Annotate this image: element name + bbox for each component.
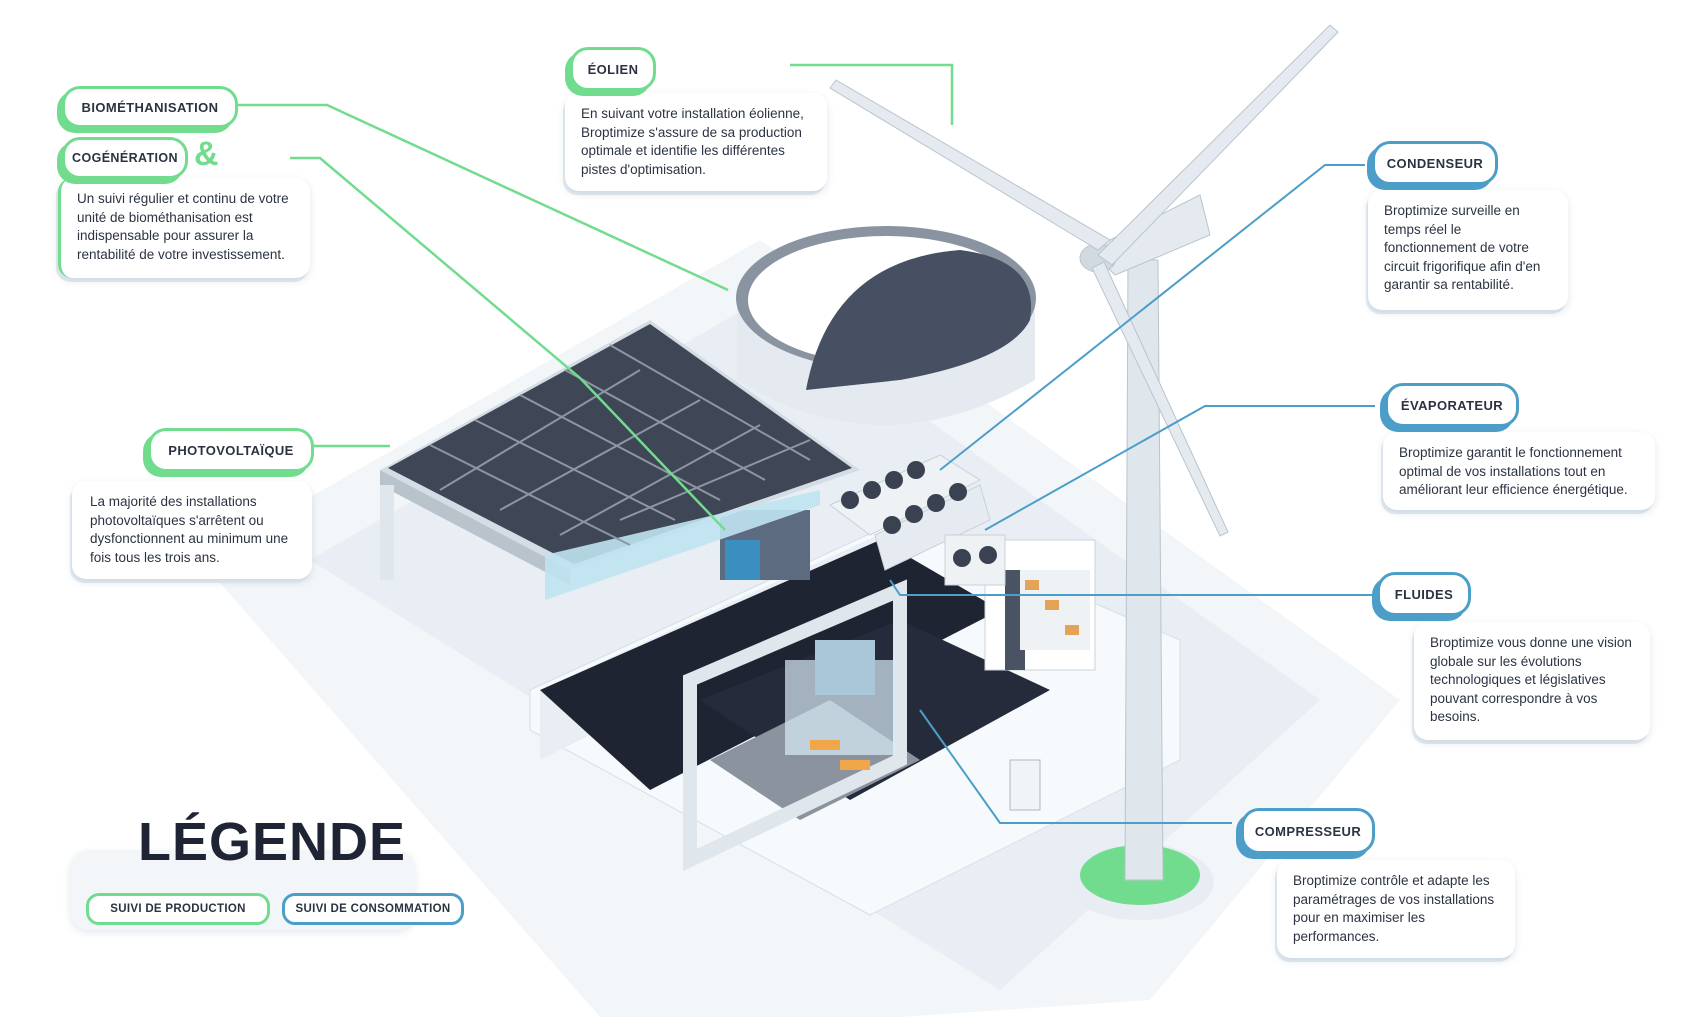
card-evaporateur: Broptimize garantit le fonctionnement op… [1383,432,1655,510]
tag-evaporateur: ÉVAPORATEUR [1385,383,1519,427]
card-compresseur: Broptimize contrôle et adapte les paramé… [1277,860,1515,958]
biodigester-tank [736,226,1036,425]
wind-turbine [829,24,1339,920]
ampersand-symbol: & [194,135,219,173]
card-photovoltaique: La majorité des installations photovolta… [72,481,312,579]
tag-compresseur: COMPRESSEUR [1241,808,1375,854]
card-fluides: Broptimize vous donne une vision globale… [1414,622,1650,740]
legend-production-chip: SUIVI DE PRODUCTION [86,893,270,925]
leader-lines-production [238,63,954,531]
tag-cogeneration: COGÉNÉRATION [62,137,188,179]
tag-condenseur: CONDENSEUR [1372,141,1498,185]
tag-eolien: ÉOLIEN [570,47,656,91]
leader-lines-consumption [889,164,1375,824]
card-condenseur: Broptimize surveille en temps réel le fo… [1368,190,1568,310]
building [529,510,1181,916]
solar-roof [380,320,860,600]
condenser-units [829,454,1006,586]
tag-fluides: FLUIDES [1377,572,1471,616]
card-biomethanisation: Un suivi régulier et continu de votre un… [58,178,310,278]
card-eolien: En suivant votre installation éolienne, … [565,93,827,191]
tag-biomethanisation: BIOMÉTHANISATION [62,86,238,128]
legend-consumption-chip: SUIVI DE CONSOMMATION [282,893,464,925]
legend-title: LÉGENDE [138,812,407,872]
tag-photovoltaique: PHOTOVOLTAÏQUE [148,428,314,472]
